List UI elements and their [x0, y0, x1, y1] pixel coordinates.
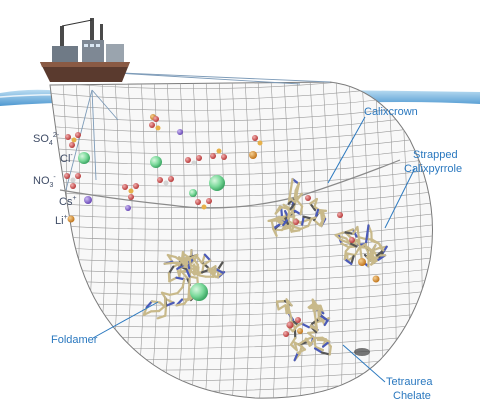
nitrate-ion [157, 176, 174, 186]
strapped-calixpyrrole-label-line2: Calixpyrrole [404, 163, 462, 175]
lithium-label: Li+ [55, 214, 68, 227]
chelate-label-line2: Chelate [393, 390, 431, 402]
bound-chloride-ion [190, 283, 208, 301]
sulfate-label: SO42- [33, 132, 60, 147]
receptor-labels: Calixcrown Strapped Calixpyrrole Foldame… [51, 106, 462, 402]
lithium-ion [67, 215, 75, 223]
foldamer-molecule [142, 249, 226, 320]
cesium-ion [125, 205, 131, 211]
net-knot [354, 348, 370, 356]
chloride-ion [209, 175, 225, 191]
tetraurea-chelate-molecule [275, 298, 332, 362]
sulfate-ion [149, 116, 161, 131]
foldamer-label: Foldamer [51, 334, 98, 346]
chloride-ion [150, 156, 162, 168]
sulfate-ion [65, 132, 81, 148]
leader-lines [92, 116, 416, 383]
nitrate-label: NO3- [33, 174, 56, 189]
chloride-ion [78, 152, 90, 164]
calixcrown-label: Calixcrown [364, 106, 418, 118]
nitrate-ion [185, 155, 202, 166]
sulfate-ion [195, 198, 212, 210]
cesium-label: Cs+ [59, 195, 77, 208]
free-ions [64, 114, 263, 223]
chloride-ion [189, 189, 197, 197]
chloride-label: Cl- [60, 152, 73, 165]
tetraurea-label-line1: Tetraurea [386, 376, 433, 388]
cesium-ion [177, 129, 183, 135]
sulfate-ion [122, 183, 139, 200]
lithium-ion [249, 151, 257, 159]
ion-labels: SO42- Cl- NO3- Cs+ Li+ [33, 132, 77, 227]
ship-icon [40, 18, 130, 82]
strapped-calixpyrrole-label-line1: Strapped [413, 149, 458, 161]
tow-cables [65, 71, 331, 191]
cesium-ion [84, 196, 92, 204]
calixcrown-molecule [267, 177, 343, 237]
nitrate-ion [64, 173, 81, 189]
strapped-calixpyrrole-molecule [334, 224, 388, 283]
sulfate-ion [210, 148, 227, 160]
receptor-net [49, 81, 433, 399]
sulfate-ion [252, 135, 263, 146]
